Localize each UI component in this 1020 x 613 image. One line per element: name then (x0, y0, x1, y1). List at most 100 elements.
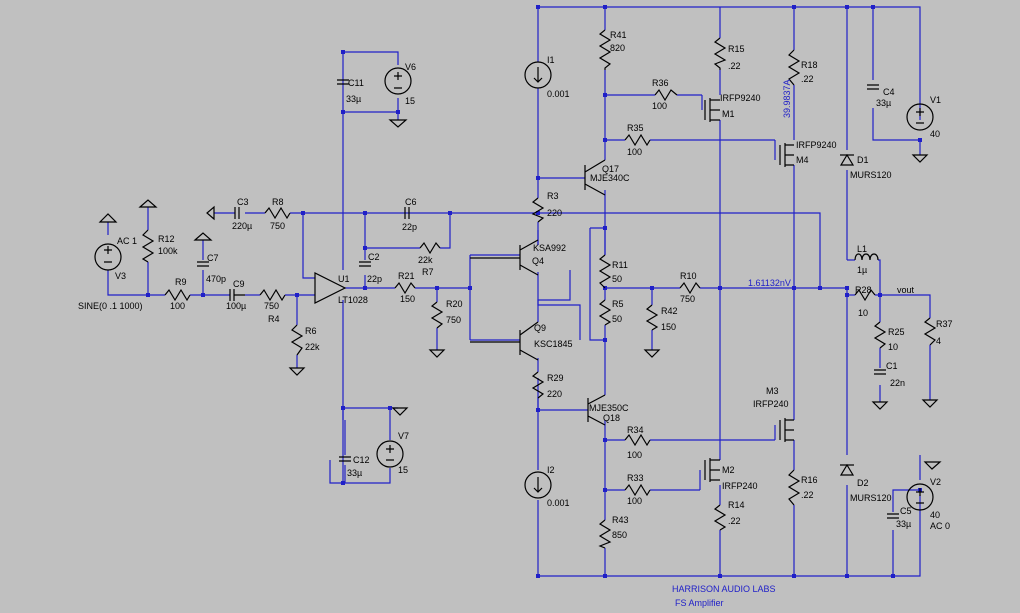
r7-value: 22k (418, 255, 433, 265)
m4-part: IRFP9240 (796, 140, 837, 150)
r16-value: .22 (801, 490, 814, 500)
r21-label: R21 (398, 271, 415, 281)
c2-label: C2 (368, 252, 380, 262)
r37-label: R37 (936, 319, 953, 329)
c9-label: C9 (233, 279, 245, 289)
v3-ac-label: AC 1 (117, 236, 137, 246)
v2-ac-label: AC 0 (930, 521, 950, 531)
r41-label: R41 (610, 30, 627, 40)
v3-sine-label: SINE(0 .1 1000) (78, 301, 143, 311)
r4-label: R4 (268, 314, 280, 324)
v1-label: V1 (930, 95, 941, 105)
v2-value: 40 (930, 510, 940, 520)
r35-value: 100 (627, 147, 642, 157)
r5-value: 50 (612, 314, 622, 324)
d1-label: D1 (857, 155, 869, 165)
q4-label: Q4 (532, 256, 544, 266)
v3-label: V3 (115, 271, 126, 281)
r7-label: R7 (422, 267, 434, 277)
r9-label: R9 (175, 277, 187, 287)
r6-value: 22k (305, 342, 320, 352)
c4-label: C4 (883, 87, 895, 97)
c5-label: C5 (900, 506, 912, 516)
v6-value: 15 (405, 96, 415, 106)
c9-value: 100µ (226, 301, 246, 311)
m2-label: M2 (722, 465, 735, 475)
opamp (314, 272, 347, 304)
r37-value: 4 (936, 336, 941, 346)
c3-value: 220µ (232, 221, 252, 231)
i2-label: I2 (547, 465, 555, 475)
c4-value: 33µ (876, 98, 891, 108)
grounds (98, 119, 942, 470)
vout-label: vout (897, 285, 915, 295)
r3-value: 220 (547, 208, 562, 218)
v2-label: V2 (930, 477, 941, 487)
q17-part: MJE340C (590, 173, 630, 183)
r21-value: 150 (400, 294, 415, 304)
diodes (839, 153, 855, 476)
d2-part: MURS120 (850, 493, 892, 503)
v7-label: V7 (398, 431, 409, 441)
v6-label: V6 (405, 62, 416, 72)
c7-value: 470p (206, 274, 226, 284)
r10-value: 750 (680, 294, 695, 304)
r15-value: .22 (728, 61, 741, 71)
r11-label: R11 (612, 260, 628, 270)
i2-value: 0.001 (547, 498, 570, 508)
capacitors (197, 79, 899, 519)
c12-label: C12 (353, 455, 370, 465)
r6-label: R6 (305, 326, 317, 336)
r18-label: R18 (801, 60, 818, 70)
c11-label: C11 (348, 78, 364, 88)
r36-value: 100 (652, 101, 667, 111)
current-annotation: 39.9837A (782, 79, 792, 118)
r20-value: 750 (446, 315, 461, 325)
r5-label: R5 (612, 299, 624, 309)
c6-value: 22p (402, 222, 417, 232)
labels: AC 1 V3 SINE(0 .1 1000) R12 100k R9 100 … (78, 30, 953, 608)
r29-value: 220 (547, 389, 562, 399)
i1-label: I1 (547, 55, 555, 65)
r25-label: R25 (888, 327, 905, 337)
m3-part: IRFP240 (753, 399, 789, 409)
r41-value: 820 (610, 43, 625, 53)
r33-label: R33 (627, 473, 644, 483)
c1-label: C1 (886, 361, 898, 371)
i1-value: 0.001 (547, 89, 570, 99)
r12-label: R12 (158, 234, 175, 244)
d2-label: D2 (857, 478, 869, 488)
inductor (854, 253, 879, 261)
c6-label: C6 (405, 197, 417, 207)
r3-label: R3 (547, 191, 559, 201)
m2-part: IRFP240 (722, 481, 758, 491)
u1-part: LT1028 (338, 295, 368, 305)
q18-label: Q18 (603, 413, 620, 423)
transistors (470, 98, 794, 482)
r25-value: 10 (888, 342, 898, 352)
q9-label: Q9 (534, 323, 546, 333)
r35-label: R35 (627, 123, 644, 133)
r8-label: R8 (272, 197, 284, 207)
sources (94, 61, 934, 511)
r43-value: 850 (612, 530, 627, 540)
r28-value: 10 (858, 308, 868, 318)
c12-value: 33µ (347, 468, 362, 478)
resistors (141, 29, 937, 549)
r14-value: .22 (728, 516, 741, 526)
r14-label: R14 (728, 500, 745, 510)
v1-value: 40 (930, 129, 940, 139)
r36-label: R36 (652, 78, 669, 88)
l1-value: 1µ (857, 265, 867, 275)
m3-label: M3 (766, 386, 779, 396)
q9-part: KSC1845 (534, 339, 573, 349)
r34-value: 100 (627, 450, 642, 460)
r42-value: 150 (661, 322, 676, 332)
v7-value: 15 (398, 465, 408, 475)
l1-label: L1 (857, 244, 867, 254)
r9-value: 100 (170, 301, 185, 311)
c2-value: 22p (367, 274, 382, 284)
r11-value: 50 (612, 274, 622, 284)
r8-value: 750 (270, 221, 285, 231)
r10-label: R10 (680, 271, 697, 281)
